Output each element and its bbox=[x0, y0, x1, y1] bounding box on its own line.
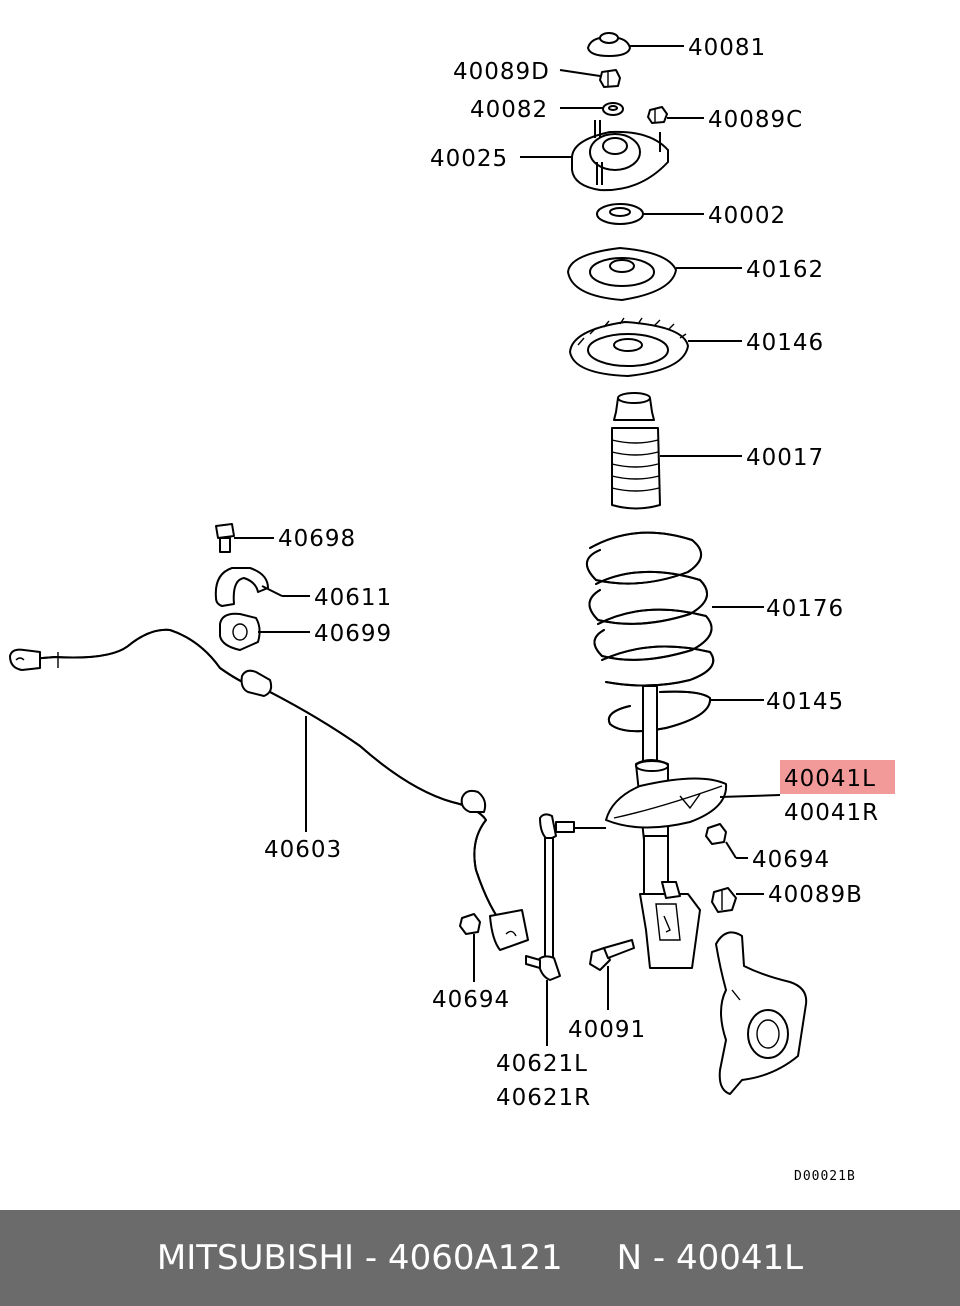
part-40621-stabilizer-link bbox=[525, 813, 575, 981]
label-40089C: 40089C bbox=[708, 107, 803, 133]
label-40017: 40017 bbox=[746, 445, 824, 471]
label-40145: 40145 bbox=[766, 689, 844, 715]
label-40091: 40091 bbox=[568, 1017, 646, 1043]
leader-lines bbox=[234, 45, 781, 1046]
label-40146: 40146 bbox=[746, 330, 824, 356]
label-40089D: 40089D bbox=[453, 59, 550, 85]
parts-diagram: 40081 40089D 40082 40089C 40025 40002 40… bbox=[9, 32, 895, 1184]
footer-bar: MITSUBISHI - 4060A121 N - 40041L bbox=[0, 1210, 960, 1306]
steering-knuckle bbox=[715, 931, 808, 1095]
label-40089B: 40089B bbox=[768, 882, 863, 908]
part-40145-lower-insulator bbox=[608, 690, 712, 733]
footer-title: MITSUBISHI - 4060A121 N - 40041L bbox=[156, 1238, 804, 1278]
part-40698-bolt bbox=[215, 523, 235, 553]
label-40694-right: 40694 bbox=[752, 847, 830, 873]
part-40146-insulator bbox=[569, 317, 689, 377]
part-40611-bracket bbox=[214, 567, 269, 607]
part-40089D-nut bbox=[599, 69, 621, 88]
label-40082: 40082 bbox=[470, 97, 548, 123]
part-40025-strut-mount bbox=[571, 120, 669, 192]
part-40694-nut-right bbox=[705, 823, 727, 845]
part-40091-bolt bbox=[589, 939, 635, 971]
part-40041-strut bbox=[605, 685, 728, 969]
label-40621L: 40621L bbox=[496, 1051, 588, 1077]
part-40089B-nut bbox=[711, 887, 737, 913]
label-40081: 40081 bbox=[688, 35, 766, 61]
label-40698: 40698 bbox=[278, 526, 356, 552]
part-40694-nut-left bbox=[459, 913, 481, 935]
part-40176-coil-spring bbox=[586, 531, 715, 687]
part-40603-stabilizer-bar bbox=[9, 628, 529, 951]
part-40699-bushing bbox=[219, 612, 261, 651]
label-40176: 40176 bbox=[766, 596, 844, 622]
part-40089C-nut bbox=[647, 106, 668, 124]
part-40162-spring-seat bbox=[567, 247, 677, 301]
label-40621R: 40621R bbox=[496, 1085, 591, 1111]
label-40041L: 40041L bbox=[784, 766, 876, 792]
callout-labels: 40081 40089D 40082 40089C 40025 40002 40… bbox=[264, 35, 879, 1184]
part-40017-dust-boot bbox=[611, 392, 661, 510]
label-40603: 40603 bbox=[264, 837, 342, 863]
part-40082-washer bbox=[602, 102, 624, 116]
label-40002: 40002 bbox=[708, 203, 786, 229]
drawing-code: D00021B bbox=[794, 1169, 856, 1184]
label-40694-left: 40694 bbox=[432, 987, 510, 1013]
part-40081-cap bbox=[587, 32, 631, 57]
label-40025: 40025 bbox=[430, 146, 508, 172]
highlight-box bbox=[780, 760, 895, 794]
part-40002-bearing bbox=[596, 203, 644, 225]
label-40041R: 40041R bbox=[784, 800, 879, 826]
label-40162: 40162 bbox=[746, 257, 824, 283]
label-40611: 40611 bbox=[314, 585, 392, 611]
label-40699: 40699 bbox=[314, 621, 392, 647]
